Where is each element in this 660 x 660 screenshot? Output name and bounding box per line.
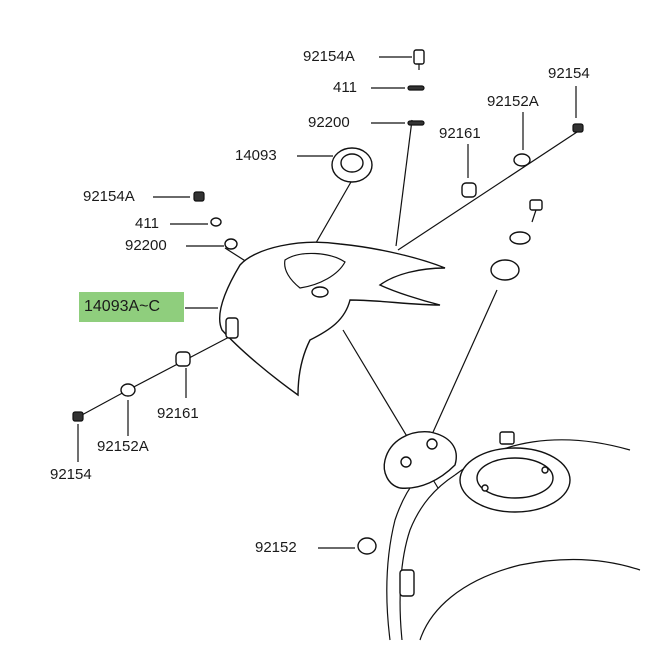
bolt-92154A-left-icon [193, 191, 205, 202]
label-14093A-C: 14093A~C [84, 298, 161, 315]
washer-92200-left-icon [224, 238, 238, 250]
label-92161-right: 92161 [439, 125, 481, 142]
label-92152: 92152 [255, 539, 297, 556]
pin-411-top-icon [407, 85, 425, 91]
bolt-92154A-top-icon [413, 49, 425, 70]
label-411-top: 411 [333, 79, 357, 96]
label-411-left: 411 [135, 215, 159, 232]
label-14093: 14093 [235, 147, 277, 164]
bolt-right-vertical-icon [529, 199, 543, 223]
label-92154A-left: 92154A [83, 188, 135, 205]
label-92161-bottom: 92161 [157, 405, 199, 422]
bolt-92154-bottom-icon [72, 411, 84, 422]
cap-14093-icon [331, 147, 373, 183]
washer-92200-top-icon [407, 120, 425, 126]
grommet-92152-icon [357, 537, 377, 555]
pin-411-left-icon [210, 217, 222, 227]
label-92154A-top: 92154A [303, 48, 355, 65]
highlight-box [79, 292, 184, 322]
label-92152A-right: 92152A [487, 93, 539, 110]
tank-cover-14093A-C-icon [219, 241, 446, 397]
label-92152A-bottom: 92152A [97, 438, 149, 455]
grommet-92161-bottom-icon [175, 351, 191, 367]
grommet-92161-right-icon [461, 182, 477, 198]
washer-right-icon [509, 231, 531, 245]
bolt-92154-right-icon [572, 123, 584, 133]
fuel-tank-icon [383, 431, 641, 641]
label-92200-top: 92200 [308, 114, 350, 131]
label-92154-bottom: 92154 [50, 466, 92, 483]
label-92154-right: 92154 [548, 65, 590, 82]
label-92200-left: 92200 [125, 237, 167, 254]
grommet-right-icon [490, 259, 520, 281]
collar-92152A-bottom-icon [120, 383, 136, 397]
collar-92152A-right-icon [513, 153, 531, 167]
